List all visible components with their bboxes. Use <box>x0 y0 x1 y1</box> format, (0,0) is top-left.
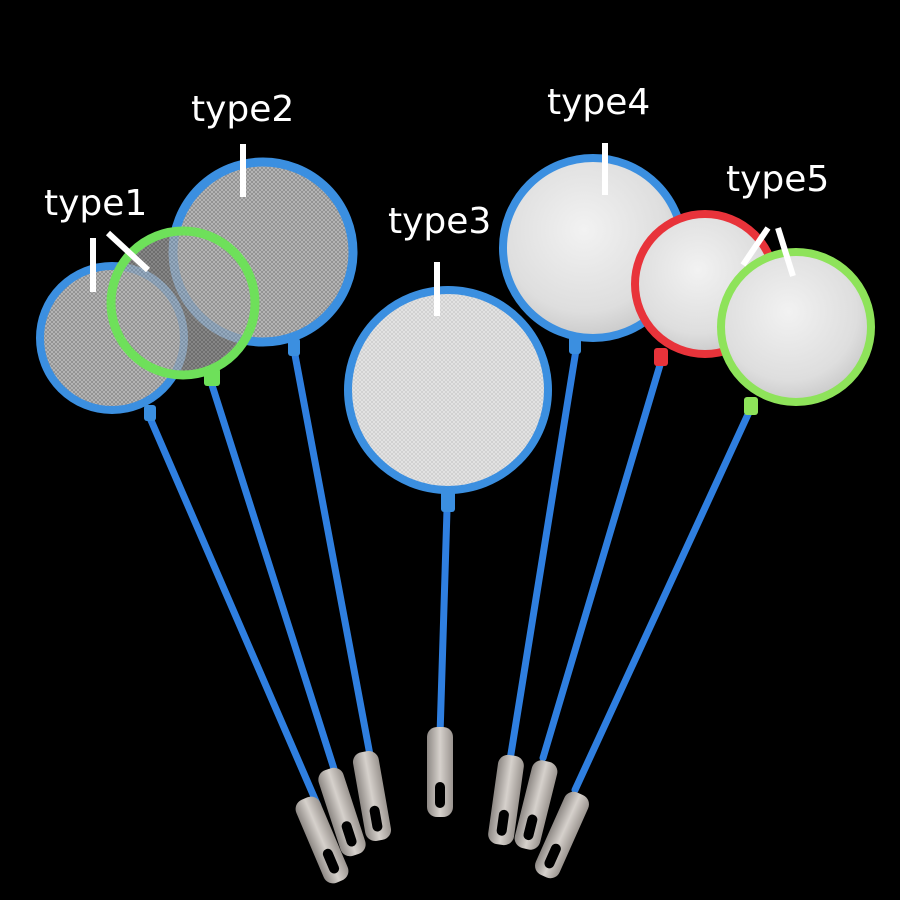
grip-net-3 <box>427 727 453 817</box>
rod-net-5-red <box>539 361 664 762</box>
label-type3: type3 <box>388 201 491 242</box>
grips <box>295 727 589 884</box>
rod-net-2 <box>291 351 374 759</box>
pointer-bars <box>90 143 796 316</box>
pointer-type5-a <box>740 226 771 267</box>
grip-net-5-red <box>514 760 558 850</box>
label-type1: type1 <box>44 183 147 224</box>
label-type2: type2 <box>191 89 294 130</box>
handle-rods <box>146 346 754 810</box>
grip-net-1-blue <box>295 796 349 884</box>
rod-net-1-blue <box>146 414 322 810</box>
net-5-green <box>717 248 875 415</box>
label-type4: type4 <box>547 82 650 123</box>
rod-net-4 <box>506 346 580 764</box>
net-3-blue <box>344 286 552 512</box>
rod-net-5-green <box>571 406 754 794</box>
label-type5: type5 <box>726 159 829 200</box>
rod-net-1-green <box>208 381 339 776</box>
grip-net-5-green <box>535 791 589 879</box>
pointer-type1-b <box>105 230 151 273</box>
grip-net-2 <box>352 751 392 841</box>
pointer-type5-b <box>775 227 796 277</box>
grip-net-4 <box>488 754 524 846</box>
rod-net-3 <box>436 506 451 739</box>
grip-net-1-green <box>318 767 366 857</box>
